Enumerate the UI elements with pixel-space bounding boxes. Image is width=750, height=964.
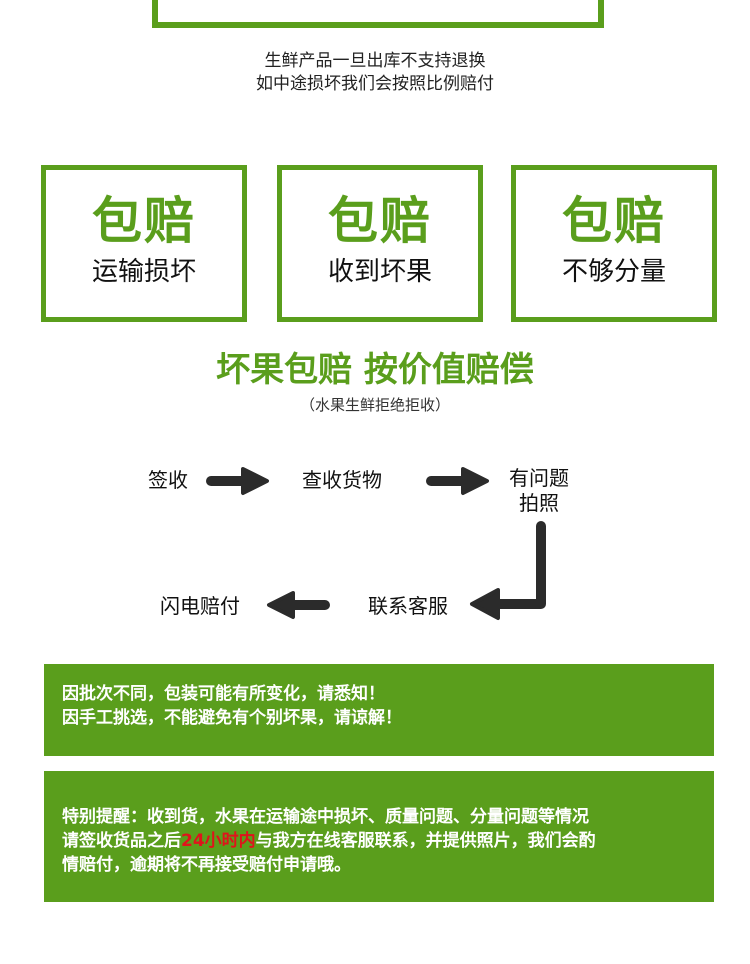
arrow-elbow-down-left-icon [470, 521, 546, 620]
step-problem-line-2: 拍照 [519, 491, 559, 515]
banner-line: 因批次不同，包装可能有所变化，请悉知！ [62, 684, 385, 704]
banner-line: 情赔付，逾期将不再接受赔付申请哦。 [62, 855, 351, 875]
banner-line: 因手工挑选，不能避免有个别坏果，请谅解！ [62, 708, 402, 728]
deadline-highlight: 24小时内 [181, 831, 256, 851]
guarantee-title: 包赔 [562, 192, 666, 250]
step-inspect: 查收货物 [302, 468, 382, 492]
top-frame-decoration [152, 0, 604, 28]
arrow-right-icon [206, 467, 269, 495]
arrow-left-icon [267, 591, 330, 619]
step-problem-line-1: 有问题 [509, 466, 569, 490]
step-payout: 闪电赔付 [160, 594, 240, 618]
guarantee-title: 包赔 [328, 192, 432, 250]
step-sign: 签收 [148, 468, 188, 492]
guarantee-box-bad-fruit: 包赔 收到坏果 [277, 165, 483, 322]
guarantee-title: 包赔 [92, 192, 196, 250]
banner-line-with-deadline: 请签收货品之后24小时内与我方在线客服联系，并提供照片，我们会酌 [62, 829, 714, 853]
guarantee-box-transport: 包赔 运输损坏 [41, 165, 247, 322]
banner-line: 特别提醒：收到货，水果在运输途中损坏、质量问题、分量问题等情况 [62, 807, 589, 827]
guarantee-subtitle: 运输损坏 [91, 257, 196, 287]
guarantee-subtitle: 不够分量 [561, 257, 666, 287]
notice-line-1: 生鲜产品一旦出库不支持退换 [264, 51, 486, 71]
guarantee-subtitle: 收到坏果 [327, 257, 432, 287]
guarantee-box-weight: 包赔 不够分量 [511, 165, 717, 322]
notice-banner-packaging: 因批次不同，包装可能有所变化，请悉知！ 因手工挑选，不能避免有个别坏果，请谅解！ [44, 664, 714, 756]
step-problem: 有问题 拍照 [494, 466, 584, 516]
notice-line-2: 如中途损坏我们会按照比例赔付 [256, 74, 494, 94]
banner-text: 与我方在线客服联系，并提供照片，我们会酌 [255, 831, 596, 851]
headline: 坏果包赔 按价值赔偿 [216, 350, 534, 390]
arrow-right-icon [426, 467, 489, 495]
banner-text: 请签收货品之后 [62, 831, 181, 851]
subnote: （水果生鲜拒绝拒收） [299, 396, 450, 414]
step-contact: 联系客服 [368, 594, 448, 618]
notice-banner-reminder: 特别提醒：收到货，水果在运输途中损坏、质量问题、分量问题等情况 请签收货品之后2… [44, 771, 714, 902]
